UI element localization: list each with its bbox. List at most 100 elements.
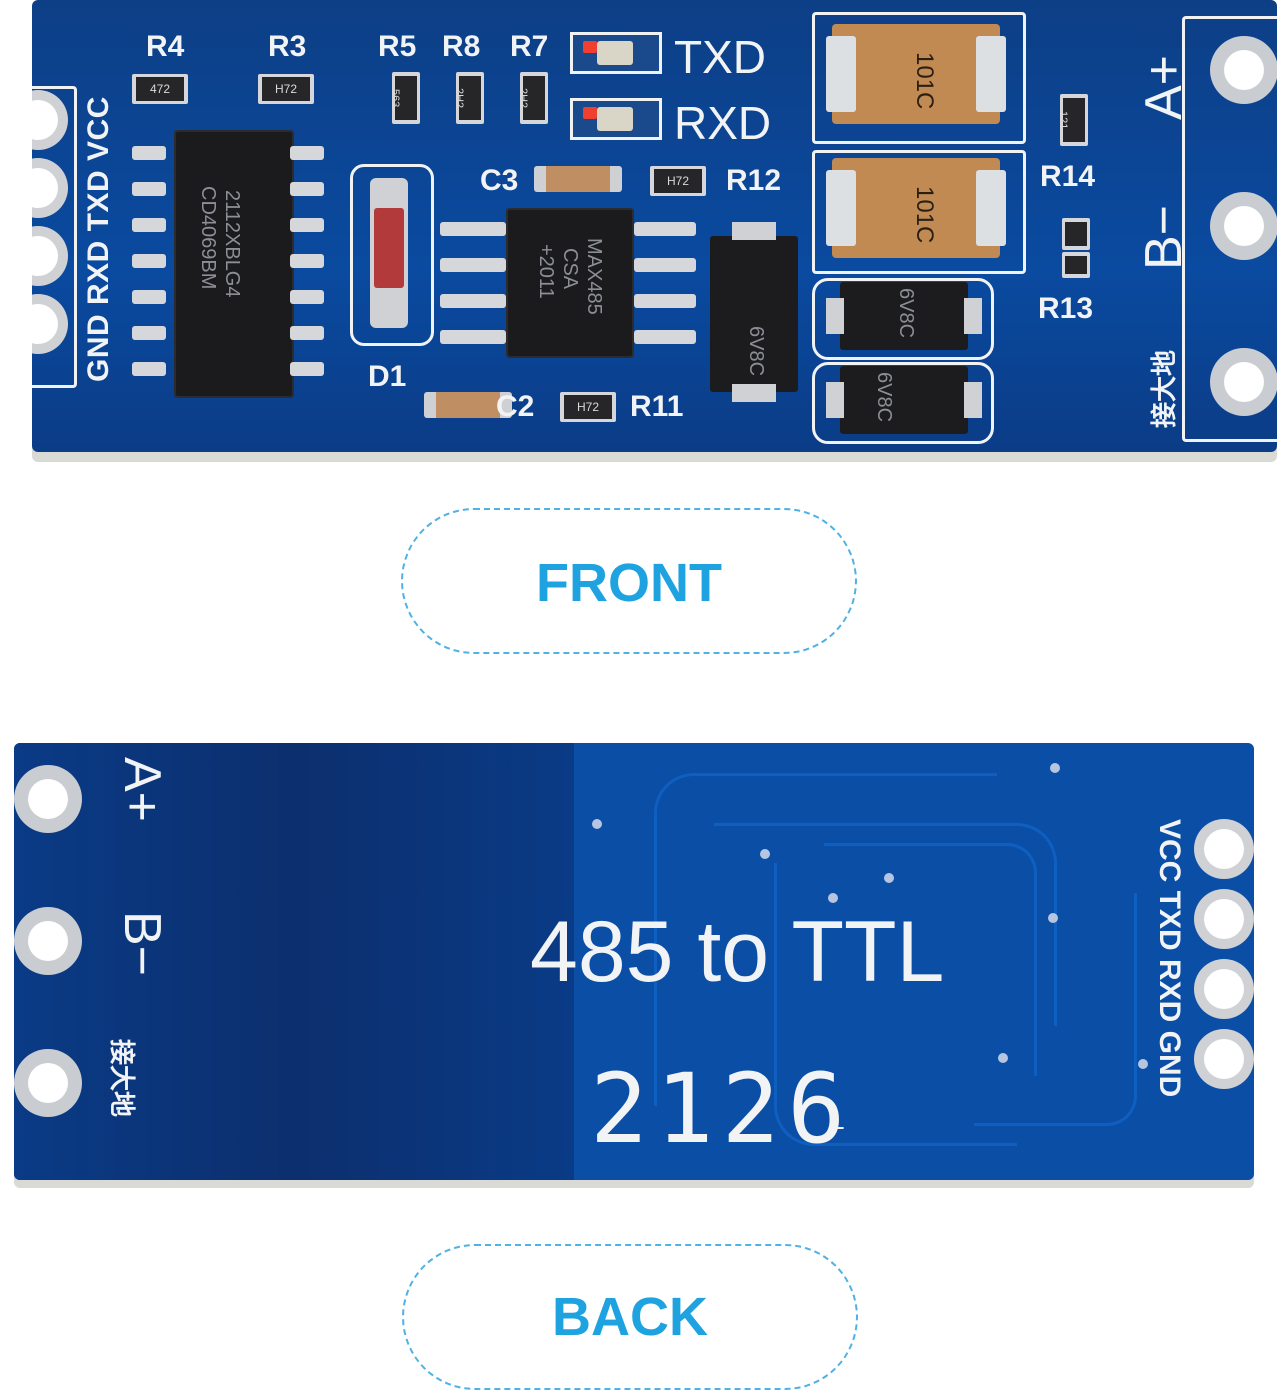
terminal-hole bbox=[28, 1063, 68, 1103]
chip-pin bbox=[132, 218, 166, 232]
chip-pin bbox=[634, 222, 696, 236]
front-pcb-photo: GND RXD TXD VCC 2112XBLG4 CD4069BM R4 47… bbox=[32, 0, 1277, 452]
back-pcb-photo: A+ B− 接大地 485 to TTL 2126 L VCC TXD RXD … bbox=[14, 743, 1254, 1180]
resistor-r11: H72 bbox=[560, 392, 616, 422]
pcb-trace bbox=[774, 863, 1017, 1146]
label-r13: R13 bbox=[1038, 292, 1094, 325]
capacitor-c3 bbox=[534, 166, 622, 192]
label-c3: C3 bbox=[480, 164, 519, 197]
chip-marking: CD4069BM bbox=[197, 186, 219, 290]
chip-pin bbox=[132, 362, 166, 376]
chip-pin bbox=[290, 218, 324, 232]
tvs-diode: 6V8C bbox=[710, 222, 798, 402]
tantalum-marking: 101C bbox=[911, 52, 938, 110]
chip-pin bbox=[132, 290, 166, 304]
chip-marking: CSA bbox=[559, 248, 581, 290]
pcb-trace bbox=[824, 843, 1037, 1076]
resistor-r13 bbox=[1062, 252, 1090, 278]
pcb-via bbox=[592, 819, 602, 829]
chip-pin bbox=[290, 182, 324, 196]
back-terminal-label-b: B− bbox=[113, 911, 171, 977]
back-dark-region bbox=[14, 743, 574, 1180]
tvs-diode: 6V8C bbox=[826, 282, 982, 350]
led-rxd bbox=[570, 98, 662, 140]
led-txd bbox=[570, 32, 662, 74]
terminal-hole bbox=[1224, 50, 1264, 90]
pcb-trace bbox=[654, 773, 997, 1106]
terminal-label-gnd: 接大地 bbox=[1149, 349, 1179, 428]
terminal-hole bbox=[1224, 206, 1264, 246]
pcb-via bbox=[760, 849, 770, 859]
cd4069-chip: 2112XBLG4 CD4069BM bbox=[174, 130, 294, 398]
chip-pin bbox=[634, 294, 696, 308]
resistor-r4: 472 bbox=[132, 74, 188, 104]
chip-pin bbox=[132, 326, 166, 340]
chip-pin bbox=[440, 222, 506, 236]
tvs-marking: 6V8C bbox=[873, 372, 895, 423]
resistor-r5: 563 bbox=[389, 72, 420, 124]
label-r4: R4 bbox=[146, 30, 185, 63]
pcb-via bbox=[998, 1053, 1008, 1063]
label-txd: TXD bbox=[674, 31, 766, 83]
chip-marking: MAX485 bbox=[583, 238, 605, 315]
header-pin-hole bbox=[1204, 829, 1244, 869]
chip-pin bbox=[132, 182, 166, 196]
back-terminal-label-a: A+ bbox=[113, 757, 171, 823]
tvs-outline bbox=[812, 362, 994, 444]
back-board-code-suffix: L bbox=[830, 1105, 845, 1135]
chip-marking: +2011 bbox=[535, 244, 557, 299]
pcb-via bbox=[884, 873, 894, 883]
tantalum-outline bbox=[812, 150, 1026, 274]
label-r11: R11 bbox=[630, 390, 684, 423]
chip-pin bbox=[132, 146, 166, 160]
header-pin-labels: GND RXD TXD VCC bbox=[82, 96, 115, 382]
terminal-hole bbox=[1224, 362, 1264, 402]
header-pin-hole bbox=[1204, 1039, 1244, 1079]
resistor-r14: 121 bbox=[1057, 94, 1088, 146]
label-r7: R7 bbox=[510, 30, 549, 63]
capacitor-c2 bbox=[424, 392, 512, 418]
label-r14: R14 bbox=[1040, 160, 1096, 193]
resistor-r12: H72 bbox=[650, 166, 706, 196]
resistor-r7: 2H2 bbox=[517, 72, 548, 124]
back-board-title: 485 to TTL bbox=[530, 904, 945, 1000]
diode-d1 bbox=[370, 178, 408, 328]
chip-pin bbox=[440, 330, 506, 344]
pcb-via bbox=[1048, 913, 1058, 923]
chip-pin bbox=[132, 254, 166, 268]
pcb-trace bbox=[974, 893, 1137, 1126]
chip-pin bbox=[634, 258, 696, 272]
tantalum-marking: 101C bbox=[911, 186, 938, 244]
pcb-via bbox=[1138, 1059, 1148, 1069]
back-board-code: 2126 bbox=[590, 1053, 854, 1165]
terminal-hole bbox=[28, 921, 68, 961]
chip-pin bbox=[290, 290, 324, 304]
chip-pin bbox=[440, 258, 506, 272]
label-r5: R5 bbox=[378, 30, 417, 63]
max485-chip: MAX485 CSA +2011 bbox=[506, 208, 634, 358]
pcb-via bbox=[1050, 763, 1060, 773]
label-c2: C2 bbox=[496, 390, 535, 423]
back-label-pill: BACK bbox=[402, 1244, 858, 1390]
chip-pin bbox=[634, 330, 696, 344]
resistor-r3: H72 bbox=[258, 74, 314, 104]
diode-outline bbox=[350, 164, 434, 346]
chip-pin bbox=[290, 146, 324, 160]
tantalum-capacitor: 101C bbox=[826, 24, 1006, 124]
tvs-diode: 6V8C bbox=[826, 366, 982, 434]
chip-pin bbox=[290, 326, 324, 340]
tantalum-capacitor: 101C bbox=[826, 158, 1006, 258]
front-label-pill: FRONT bbox=[401, 508, 857, 654]
chip-pin bbox=[290, 254, 324, 268]
terminal-outline bbox=[1182, 16, 1277, 442]
back-label: BACK bbox=[552, 1287, 708, 1347]
label-r12: R12 bbox=[726, 164, 782, 197]
label-d1: D1 bbox=[368, 360, 407, 393]
front-label: FRONT bbox=[536, 553, 722, 613]
header-pin-hole bbox=[1204, 899, 1244, 939]
pcb-via bbox=[828, 893, 838, 903]
terminal-hole bbox=[28, 779, 68, 819]
tvs-marking: 6V8C bbox=[895, 288, 917, 339]
chip-marking: 2112XBLG4 bbox=[221, 190, 243, 298]
chip-pin bbox=[440, 294, 506, 308]
